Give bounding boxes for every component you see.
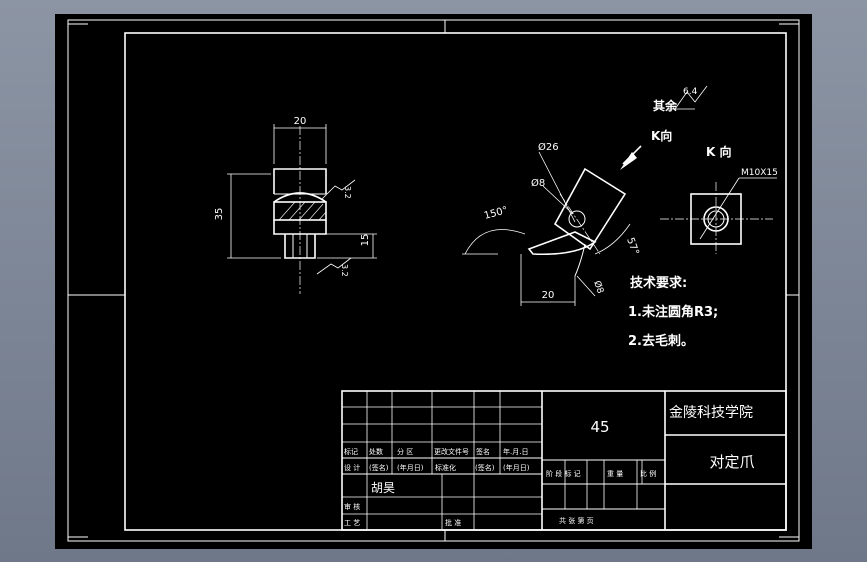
- drawing-frame: [67, 19, 800, 542]
- weight-label: 重 量: [607, 470, 623, 478]
- angle-right: 57°: [624, 236, 640, 256]
- tech-item-2: 2.去毛刺。: [628, 333, 694, 349]
- dim-lower: 15: [360, 234, 371, 247]
- dia-small: Ø8: [531, 177, 545, 189]
- drawing-canvas: 20 35 15 3.2 3.2 Ø26 Ø8 150° 57° 20: [67, 19, 800, 542]
- dim-top-width: 20: [294, 116, 307, 127]
- school-name: 金陵科技学院: [669, 405, 753, 421]
- cad-drawing-viewport[interactable]: 20 35 15 3.2 3.2 Ø26 Ø8 150° 57° 20: [55, 14, 812, 549]
- row-process: 工 艺: [344, 519, 360, 527]
- tech-item-1: 1.未注圆角R3;: [628, 304, 718, 320]
- row-design: 设 计: [344, 463, 360, 472]
- row-check: 审 核: [344, 502, 360, 511]
- angle-left: 150°: [483, 205, 509, 222]
- row-approve: 批 准: [445, 518, 461, 527]
- header-docno: 更改文件号: [434, 447, 469, 456]
- header-sign: 签名: [476, 447, 490, 456]
- row-sign1: (签名): [369, 463, 389, 472]
- row-date2: (年月日): [503, 463, 530, 472]
- roughness-value: 6.4: [683, 87, 698, 97]
- row-sign2: (签名): [475, 463, 495, 472]
- title-block: [341, 390, 787, 531]
- header-count: 处数: [369, 447, 383, 456]
- dim-slant: Ø8: [591, 279, 606, 295]
- part-name: 对定爪: [709, 453, 754, 471]
- thread-callout: M10X15: [741, 168, 778, 178]
- header-mark: 标记: [344, 447, 358, 456]
- row-std: 标准化: [435, 463, 456, 472]
- sheets-label: 共 张 第 页: [559, 516, 594, 525]
- dia-large: Ø26: [538, 141, 559, 153]
- part-side-view: [462, 85, 708, 306]
- part-k-view: [660, 177, 777, 254]
- header-date: 年.月.日: [503, 447, 528, 456]
- dim-bottom: 20: [542, 290, 555, 301]
- material: 45: [590, 418, 609, 436]
- roughness-label: 其余: [653, 98, 678, 113]
- view-label-k: K向: [651, 128, 672, 143]
- row-date1: (年月日): [397, 463, 424, 472]
- designer-name: 胡昊: [371, 481, 395, 495]
- dim-height: 35: [214, 208, 225, 221]
- view-label-k-right: K 向: [706, 144, 731, 159]
- chamfer-upper: 3.2: [343, 186, 352, 199]
- part-front-view: [227, 124, 377, 294]
- chamfer-lower: 3.2: [340, 264, 349, 277]
- stage-label: 阶 段 标 记: [546, 469, 581, 478]
- scale-label: 比 例: [640, 469, 656, 478]
- tech-title: 技术要求:: [630, 275, 687, 291]
- header-zone: 分 区: [397, 447, 413, 456]
